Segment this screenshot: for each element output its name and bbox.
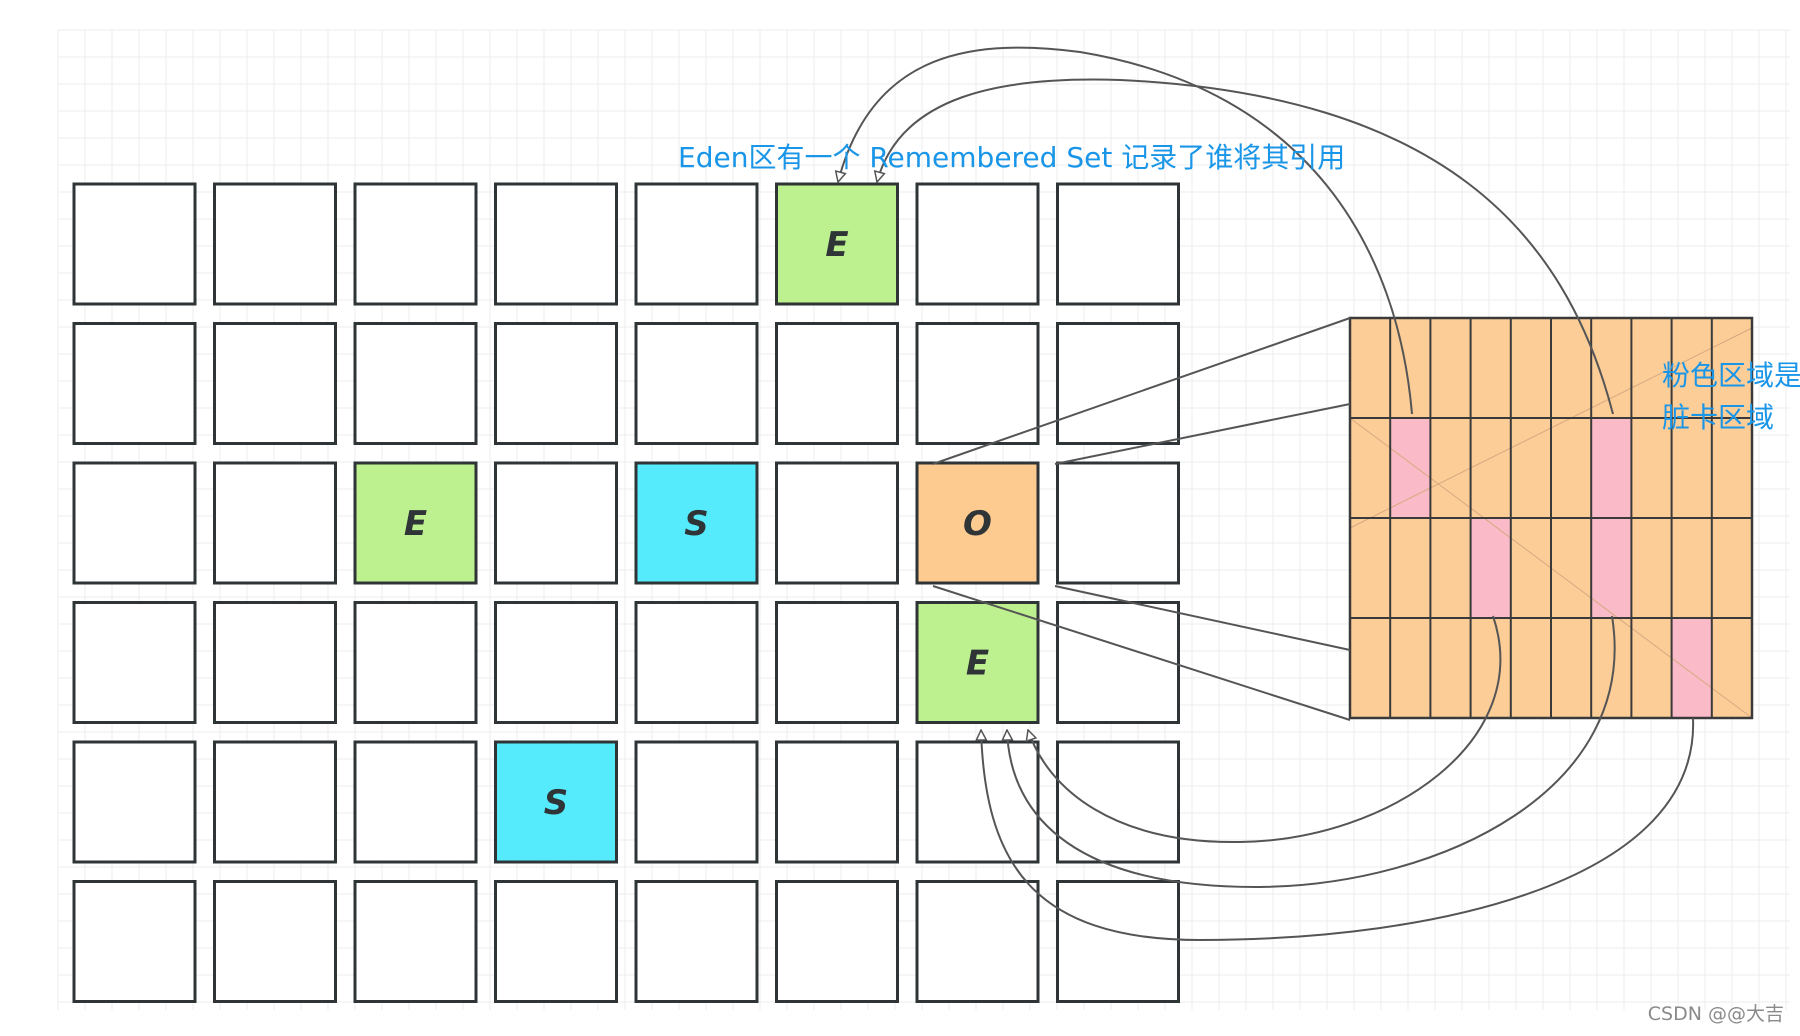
reference-arrow bbox=[981, 717, 1695, 942]
heap-region-empty bbox=[72, 322, 197, 445]
heap-region-empty bbox=[634, 322, 759, 445]
heap-region-empty bbox=[72, 182, 197, 306]
watermark: CSDN @@大吉 bbox=[1647, 1003, 1784, 1025]
heap-region-label: E bbox=[825, 225, 848, 265]
heap-region-empty bbox=[915, 740, 1040, 864]
heap-region-empty bbox=[353, 322, 478, 445]
heap-region-empty bbox=[494, 461, 618, 585]
heap-region-empty bbox=[1056, 740, 1180, 864]
heap-region-empty bbox=[213, 322, 337, 445]
heap-region-label: E bbox=[404, 504, 427, 544]
reference-arrow bbox=[838, 46, 1413, 415]
region-to-card-table-line bbox=[1054, 585, 1351, 651]
heap-region-empty bbox=[213, 601, 337, 724]
card-table bbox=[1348, 316, 1754, 720]
reference-arrow bbox=[877, 78, 1614, 415]
heap-region-e bbox=[353, 461, 478, 585]
heap-region-label: O bbox=[963, 504, 992, 544]
heap-region-empty bbox=[213, 182, 337, 306]
heap-region-empty bbox=[353, 182, 478, 306]
heap-region-empty bbox=[634, 880, 759, 1003]
region-to-card-table-line bbox=[1054, 403, 1351, 465]
heap-region-empty bbox=[775, 740, 899, 864]
dirty-card bbox=[1591, 418, 1632, 518]
heap-region-empty bbox=[915, 322, 1040, 445]
heap-region-empty bbox=[775, 461, 899, 585]
heap-region-label: S bbox=[544, 783, 569, 823]
dirty-card bbox=[1470, 518, 1511, 618]
dirty-card bbox=[1671, 618, 1712, 718]
heap-region-empty bbox=[72, 740, 197, 864]
reference-arrow bbox=[1028, 615, 1502, 844]
reference-arrow bbox=[1007, 615, 1616, 889]
heap-region-empty bbox=[353, 880, 478, 1003]
heap-region-empty bbox=[634, 740, 759, 864]
heap-region-empty bbox=[775, 880, 899, 1003]
heap-region-empty bbox=[915, 880, 1040, 1003]
heap-region-empty bbox=[634, 182, 759, 306]
heap-region-empty bbox=[353, 601, 478, 724]
heap-region-empty bbox=[1056, 601, 1180, 724]
reference-connectors bbox=[838, 46, 1695, 942]
heap-region-empty bbox=[775, 601, 899, 724]
heap-region-empty bbox=[494, 601, 618, 724]
heap-region-s bbox=[494, 740, 618, 864]
heap-region-empty bbox=[72, 601, 197, 724]
heap-region-empty bbox=[213, 880, 337, 1003]
heap-region-empty bbox=[634, 601, 759, 724]
heap-region-e bbox=[915, 601, 1040, 724]
heap-region-label: E bbox=[966, 644, 989, 684]
heap-region-e bbox=[775, 182, 899, 306]
dirty-card-note-line-2: 脏卡区域 bbox=[1662, 401, 1775, 434]
heap-region-empty bbox=[72, 461, 197, 585]
heap-region-empty bbox=[915, 182, 1040, 306]
heap-region-empty bbox=[494, 322, 618, 445]
heap-region-empty bbox=[494, 182, 618, 306]
heap-region-empty bbox=[213, 461, 337, 585]
region-to-card-table-line bbox=[932, 317, 1351, 465]
heap-region-empty bbox=[353, 740, 478, 864]
heap-region-empty bbox=[494, 880, 618, 1003]
heap-region-label: S bbox=[684, 504, 709, 544]
heap-region-empty bbox=[775, 322, 899, 445]
heap-region-empty bbox=[1056, 461, 1180, 585]
card-table-border bbox=[1348, 316, 1754, 720]
eden-remembered-set-note: Eden区有一个 Remembered Set 记录了谁将其引用 bbox=[678, 141, 1346, 174]
heap-region-empty bbox=[213, 740, 337, 864]
heap-region-empty bbox=[1056, 182, 1180, 306]
heap-region-grid: E E S O E S bbox=[72, 182, 1180, 1003]
dirty-card-note-line-1: 粉色区域是 bbox=[1662, 359, 1800, 392]
heap-region-o bbox=[915, 461, 1040, 585]
region-to-card-table-line bbox=[932, 585, 1351, 721]
dirty-card bbox=[1390, 418, 1431, 518]
heap-region-empty bbox=[1056, 322, 1180, 445]
heap-region-empty bbox=[72, 880, 197, 1003]
heap-region-empty bbox=[1056, 880, 1180, 1003]
dirty-card bbox=[1591, 518, 1632, 618]
heap-region-s bbox=[634, 461, 759, 585]
